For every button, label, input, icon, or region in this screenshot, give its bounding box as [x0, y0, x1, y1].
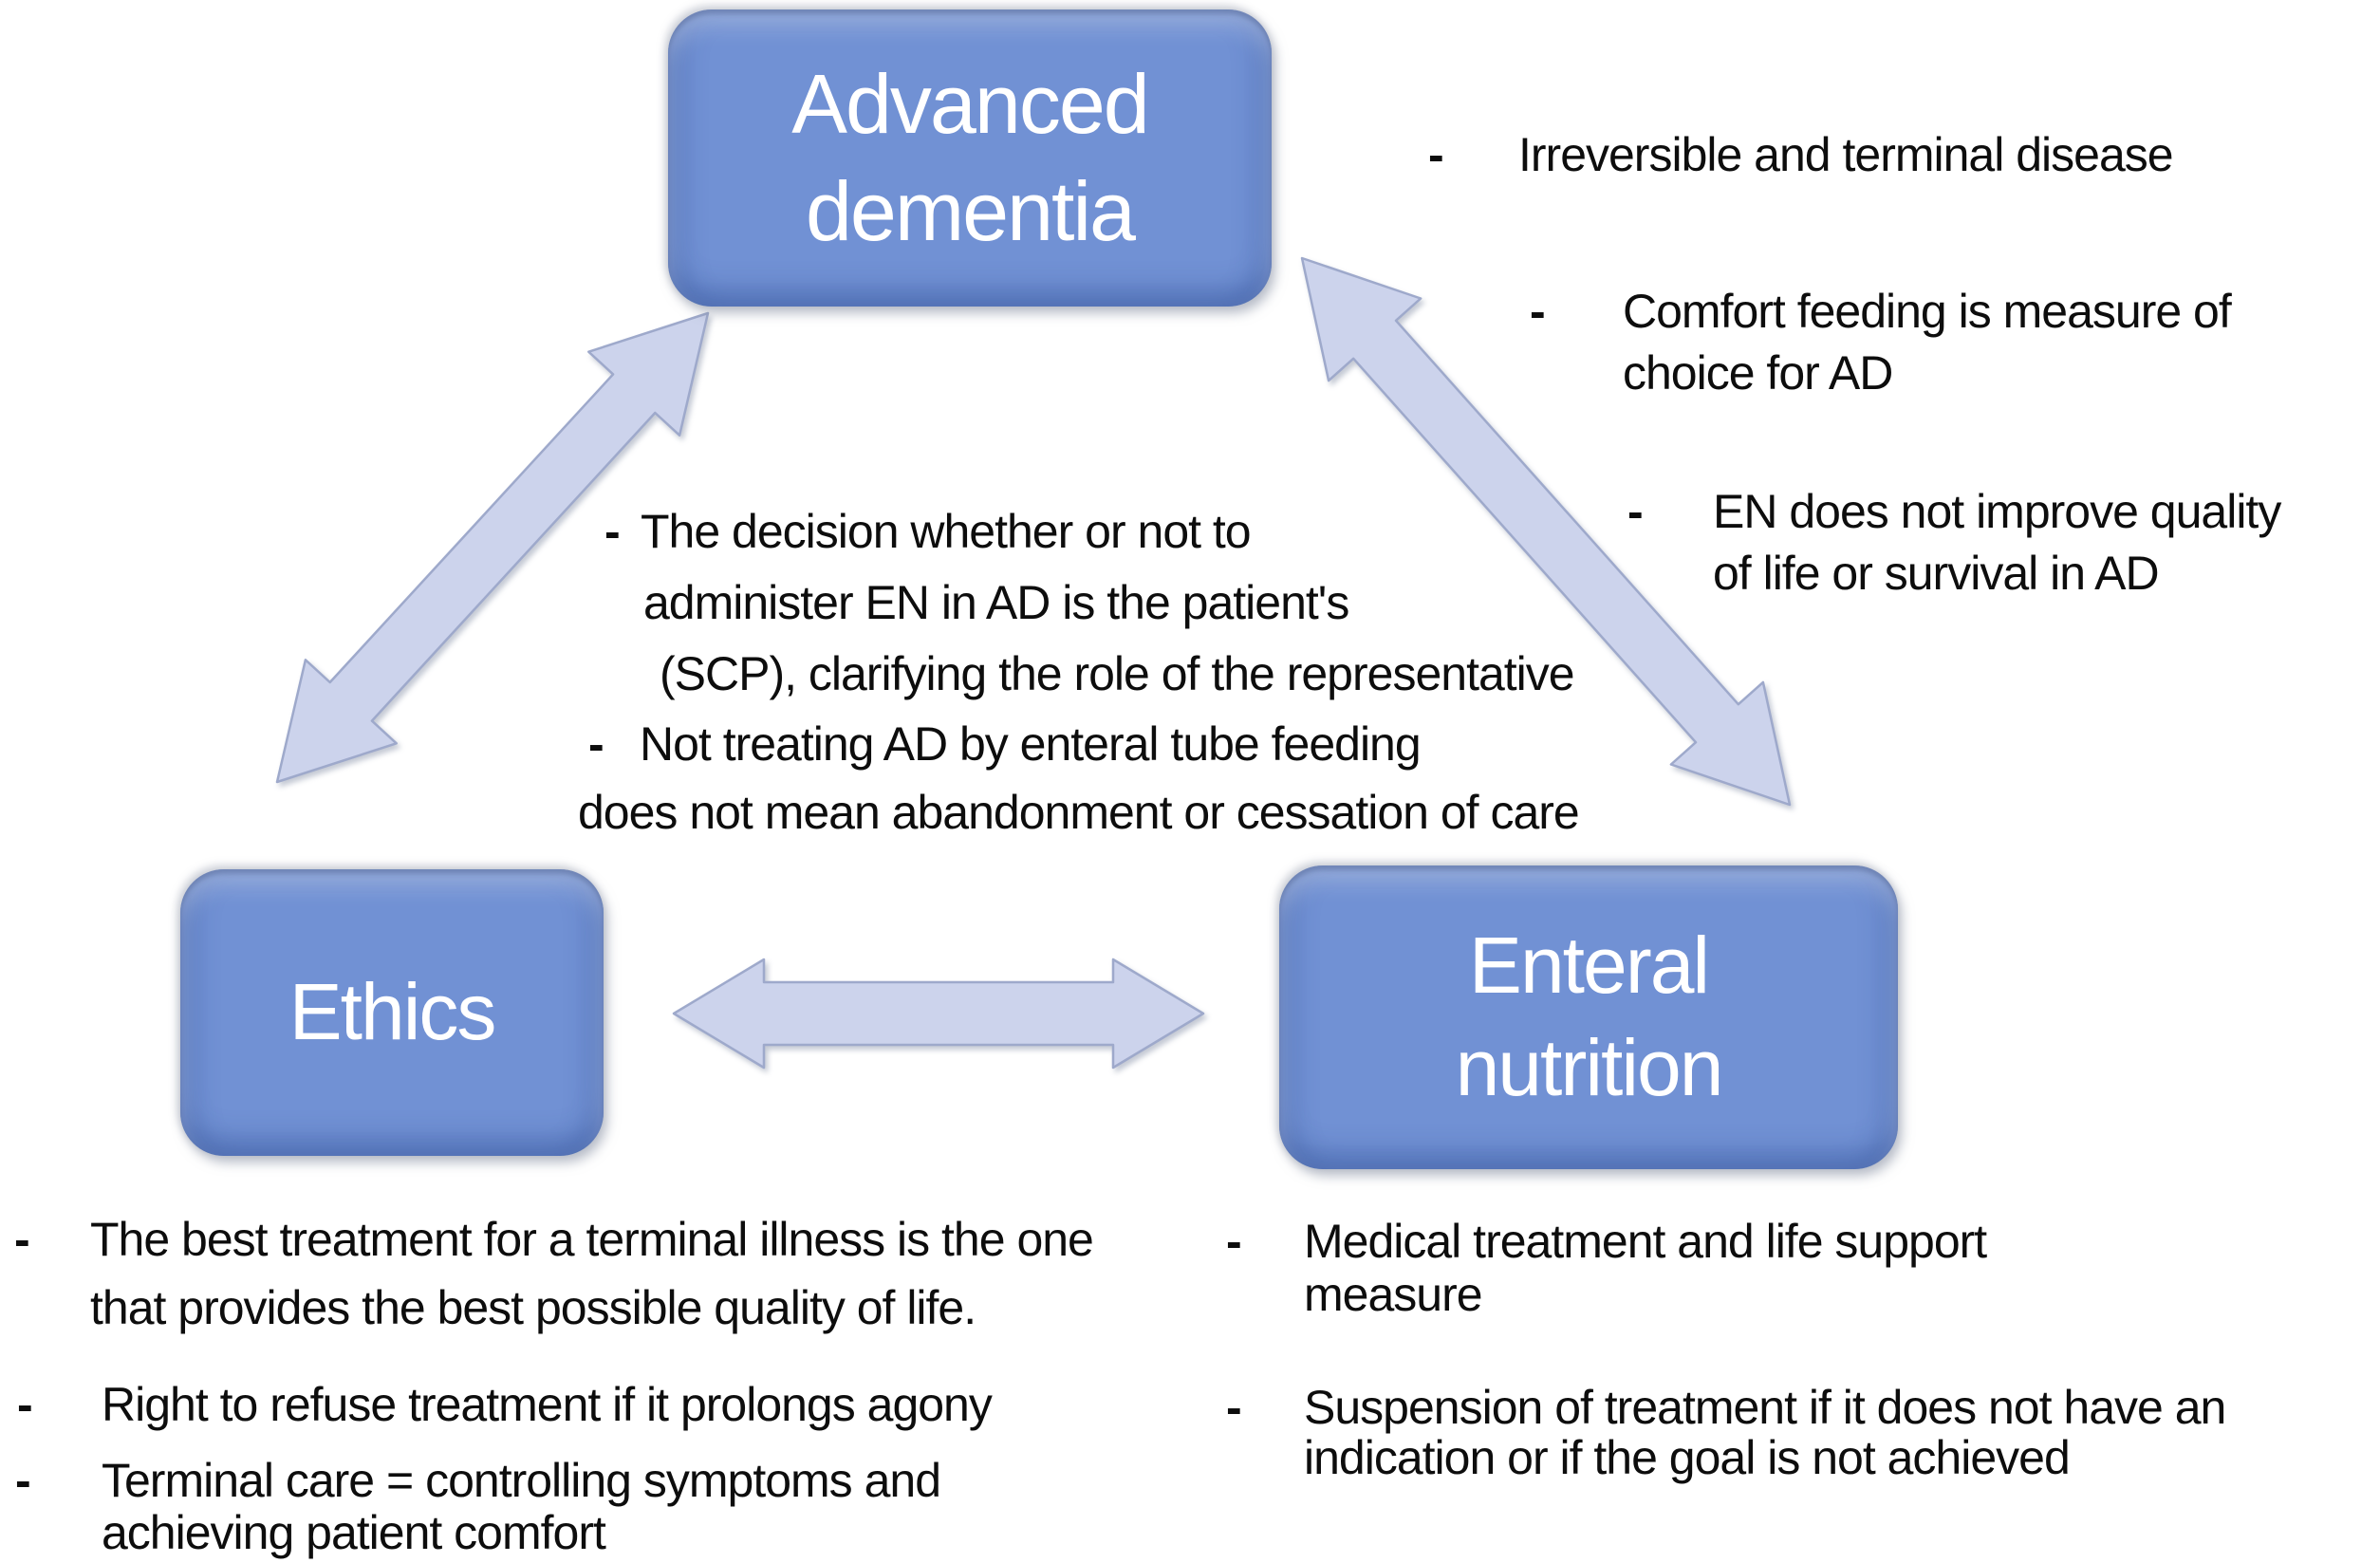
note-decision-line1: The decision whether or not to: [641, 505, 1252, 558]
note-comfort-feeding-line1: Comfort feeding is measure of: [1623, 285, 2232, 338]
note-right-to-refuse: Right to refuse treatment if it prolongs…: [102, 1378, 993, 1431]
node-enteral-nutrition: Enteral nutrition: [1279, 865, 1898, 1169]
node-ethics: Ethics: [180, 869, 604, 1156]
note-terminal-care-line1: Terminal care = controlling symptoms and: [102, 1454, 941, 1507]
note-best-treatment-line1: The best treatment for a terminal illnes…: [90, 1213, 1094, 1266]
bullet-dash: -: [14, 1213, 30, 1266]
double-arrow-nutrition-dementia-icon: [1300, 256, 1792, 807]
note-decision-line2: administer EN in AD is the patient's: [643, 576, 1349, 629]
node-ethics-label: Ethics: [288, 967, 497, 1057]
bullet-dash: -: [1530, 285, 1546, 338]
double-arrow-ethics-nutrition-icon: [672, 958, 1205, 1070]
note-best-treatment-line2: that provides the best possible quality …: [90, 1281, 976, 1334]
note-medical-treatment-line1: Medical treatment and life support: [1304, 1215, 1987, 1268]
bullet-dash: -: [588, 717, 604, 771]
node-enteral-nutrition-label-line2: nutrition: [1455, 1023, 1724, 1112]
note-suspension-line1: Suspension of treatment if it does not h…: [1304, 1381, 2226, 1434]
node-advanced-dementia-label-line1: Advanced: [791, 56, 1149, 151]
note-decision-line3: (SCP), clarifying the role of the repres…: [660, 647, 1575, 700]
node-enteral-nutrition-label-line1: Enteral: [1468, 921, 1710, 1011]
note-medical-treatment-line2: measure: [1304, 1268, 1483, 1321]
bullet-dash: -: [1226, 1381, 1242, 1434]
bullet-dash: -: [1226, 1215, 1242, 1268]
bullet-dash: -: [17, 1378, 33, 1431]
bullet-dash: -: [604, 505, 621, 558]
note-en-quality-line1: EN does not improve quality: [1713, 485, 2281, 538]
bullet-dash: -: [1627, 485, 1644, 538]
node-advanced-dementia-label-line2: dementia: [805, 163, 1136, 258]
note-not-treating-line2: does not mean abandonment or cessation o…: [578, 786, 1580, 839]
note-comfort-feeding-line2: choice for AD: [1623, 346, 1893, 400]
bullet-dash: -: [1428, 128, 1444, 181]
bullet-dash: -: [15, 1454, 31, 1507]
node-advanced-dementia: Advanced dementia: [668, 9, 1272, 307]
note-en-quality-line2: of life or survival in AD: [1713, 547, 2160, 600]
note-terminal-care-line2: achieving patient comfort: [102, 1506, 606, 1559]
note-suspension-line2: indication or if the goal is not achieve…: [1304, 1431, 2071, 1484]
note-irreversible-terminal: Irreversible and terminal disease: [1518, 128, 2174, 181]
note-not-treating-line1: Not treating AD by enteral tube feeding: [640, 717, 1422, 771]
double-arrow-ethics-dementia-icon: [275, 311, 710, 784]
